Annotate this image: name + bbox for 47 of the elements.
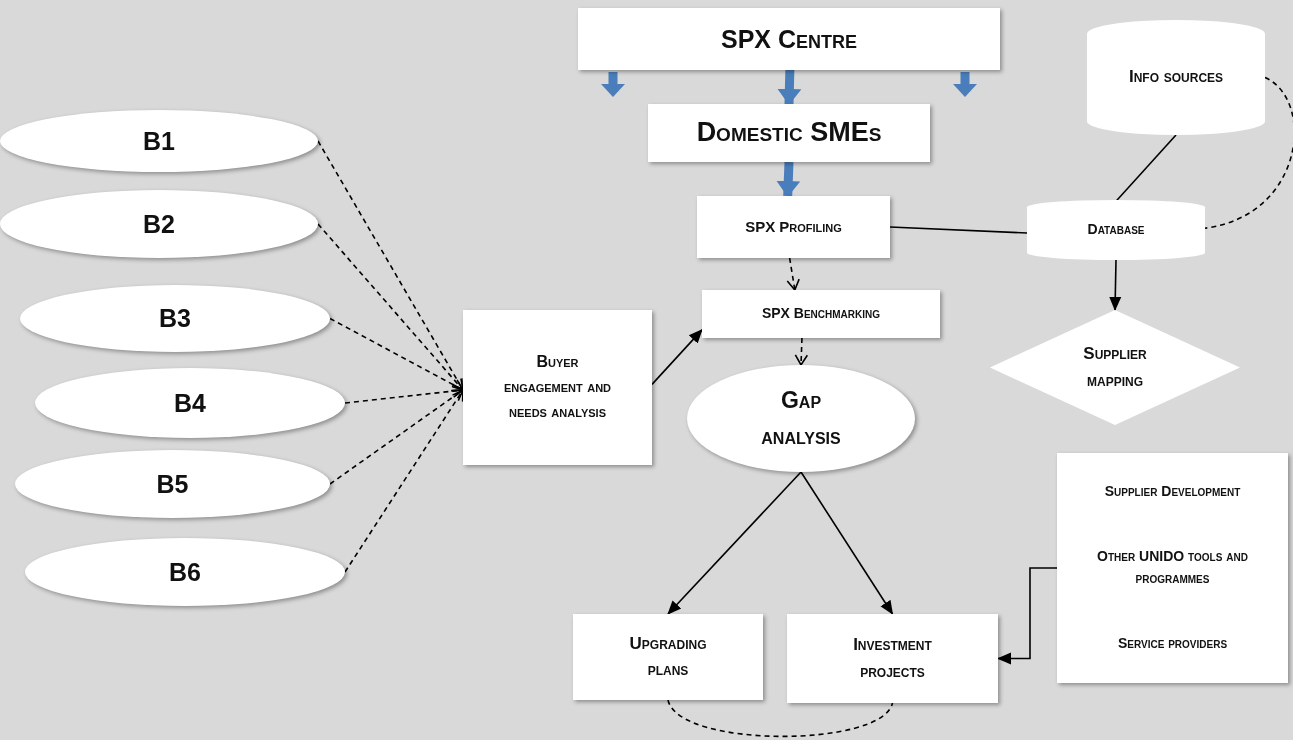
node-label: Upgrading plans xyxy=(628,632,708,681)
node-label: Supplier mapping xyxy=(1082,343,1148,392)
node-label: Investment projects xyxy=(852,634,933,683)
node-label: B6 xyxy=(169,556,201,588)
node-label: Service providers xyxy=(1117,634,1228,654)
connector-arrow xyxy=(329,389,464,485)
database-cylinder xyxy=(1027,200,1205,260)
process-box xyxy=(697,196,890,258)
process-box xyxy=(578,8,1000,70)
node-label: SPX Profiling xyxy=(745,217,842,238)
connector-arrow xyxy=(317,223,464,391)
connector-arrow xyxy=(1109,259,1122,311)
block-arrow xyxy=(776,161,801,197)
node-label: B3 xyxy=(159,303,191,335)
connector-arrow xyxy=(786,257,800,291)
process-box xyxy=(702,290,940,338)
node-label: Gap analysis xyxy=(760,385,842,451)
node-label: Supplier Development xyxy=(1104,481,1241,501)
node-label: SPX Centre xyxy=(721,23,857,55)
node-label: B1 xyxy=(143,125,175,157)
node-label: SPX Benchmarking xyxy=(761,304,881,324)
decision-diamond xyxy=(990,310,1240,425)
connector-arrow xyxy=(997,567,1058,665)
node-label: B5 xyxy=(156,468,189,500)
ellipse-node xyxy=(0,110,318,172)
process-box xyxy=(463,310,652,465)
process-box xyxy=(1057,453,1288,683)
node-label: B4 xyxy=(174,387,206,419)
connector-arrow xyxy=(667,471,802,615)
process-box xyxy=(573,614,763,700)
process-box xyxy=(648,104,930,162)
connector-arrow xyxy=(329,317,464,392)
connector-arrow xyxy=(800,471,894,615)
connector-arrow xyxy=(344,384,464,404)
node-label: B2 xyxy=(143,208,175,240)
node-label: Database xyxy=(1087,220,1145,240)
connector-arrow xyxy=(794,337,809,366)
node-label: Info sources xyxy=(1128,66,1224,89)
block-arrow xyxy=(777,69,802,105)
process-box xyxy=(787,614,998,703)
database-cylinder xyxy=(1087,20,1265,135)
connector-arrow xyxy=(651,329,703,386)
node-label: Buyer engagement and needs analysis xyxy=(502,352,613,422)
node-label: Other UNIDO tools and programmes xyxy=(1096,547,1249,588)
ellipse-node xyxy=(0,190,318,258)
node-label: Domestic SMEs xyxy=(696,116,882,150)
connector-arrow xyxy=(344,389,464,573)
